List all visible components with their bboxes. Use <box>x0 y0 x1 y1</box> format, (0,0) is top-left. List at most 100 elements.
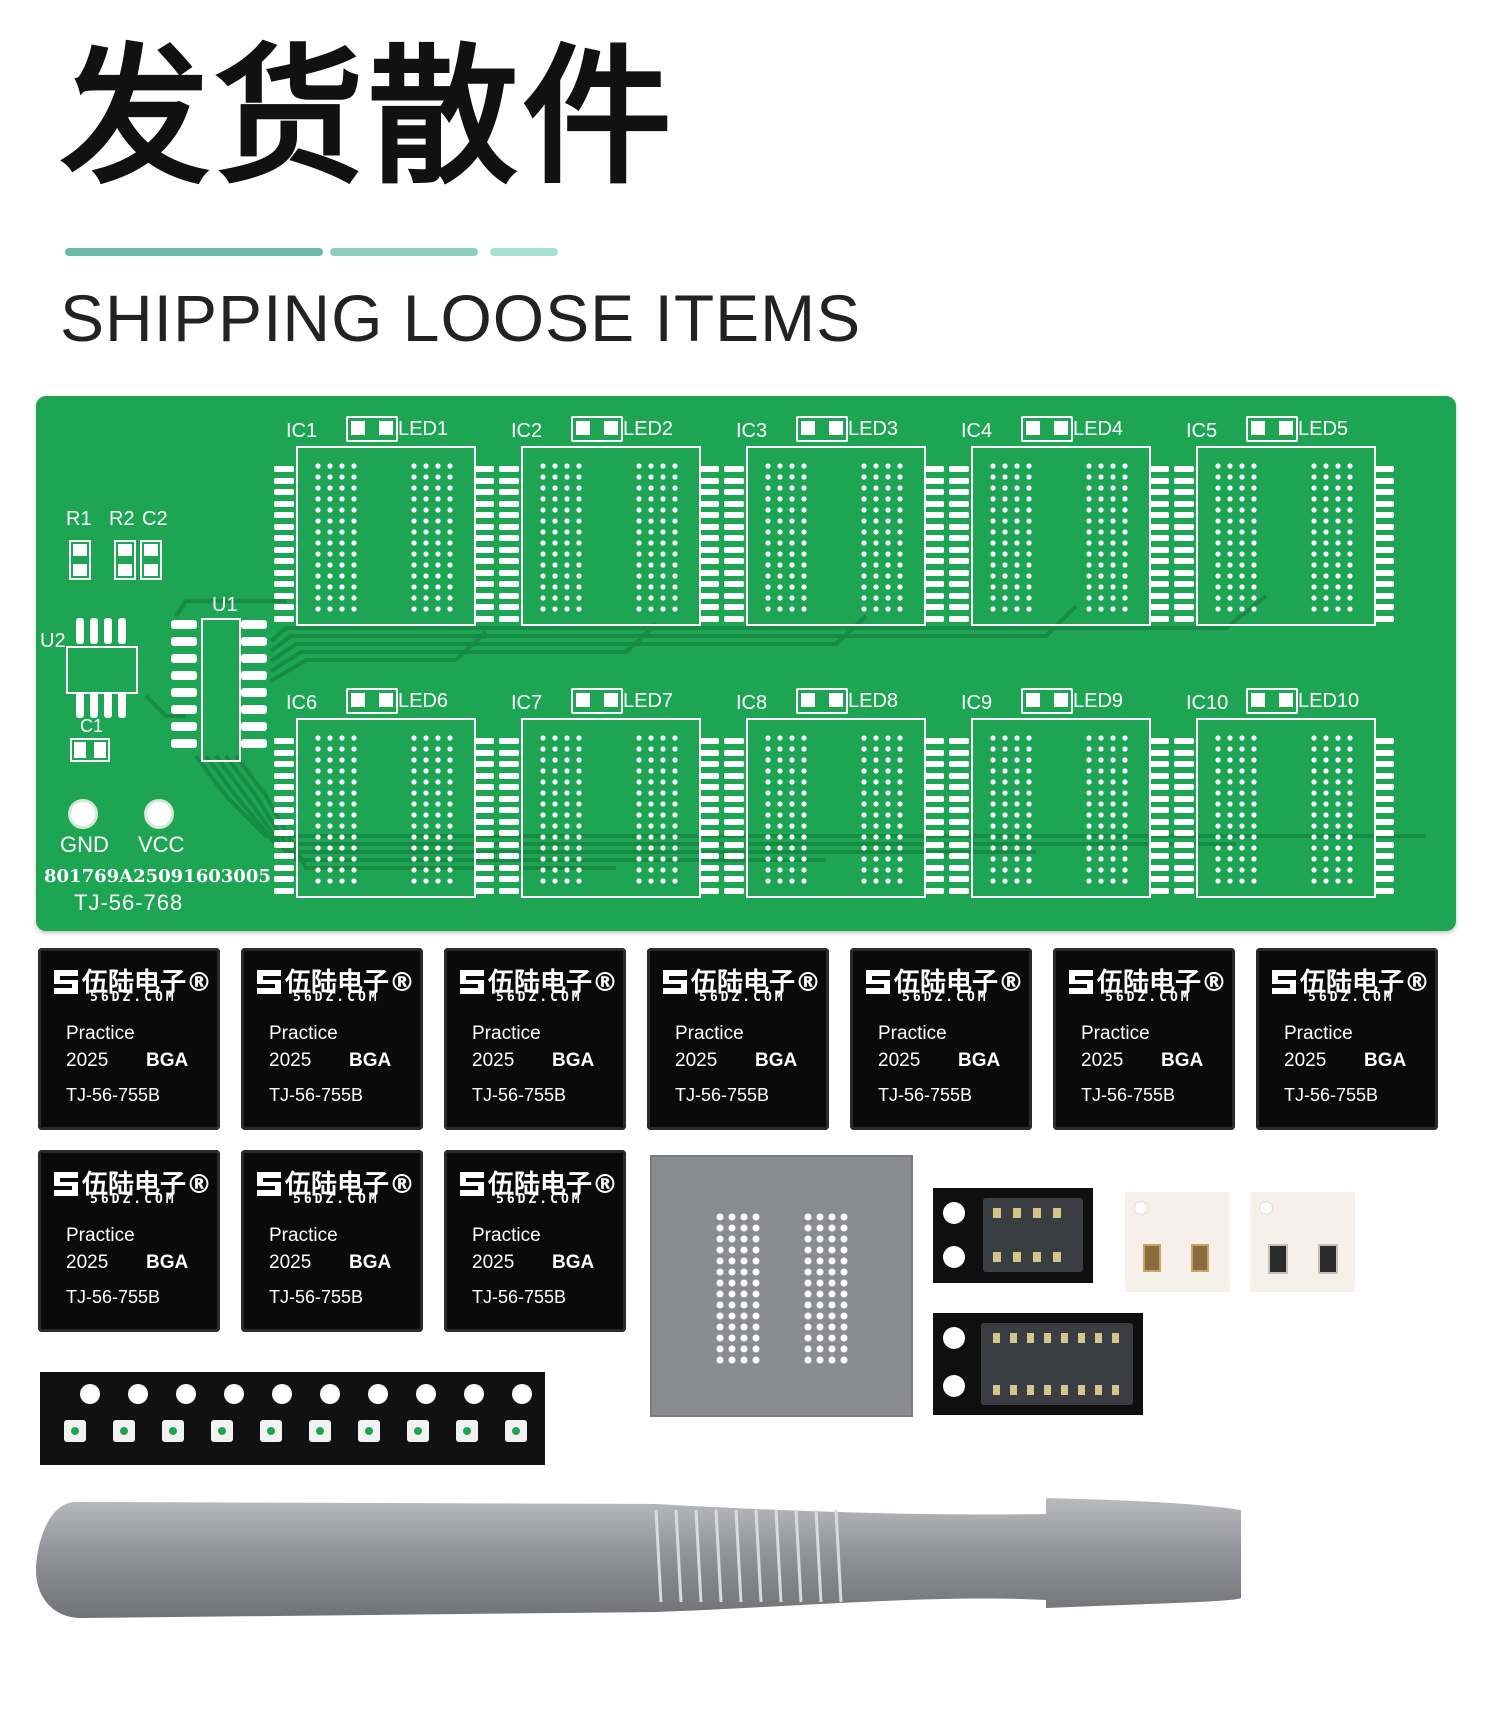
led-component <box>260 1420 282 1442</box>
bga-ball <box>765 878 771 884</box>
bga-ball <box>423 562 429 568</box>
edge-pad <box>924 477 944 484</box>
bga-ball <box>1347 845 1353 851</box>
bga-ball <box>411 507 417 513</box>
bga-ball <box>576 834 582 840</box>
bga-ball <box>1335 878 1341 884</box>
bga-ball <box>447 595 453 601</box>
chip-type: BGA <box>552 1050 595 1071</box>
edge-pad <box>1174 500 1194 507</box>
bga-ball <box>1311 867 1317 873</box>
bga-ball <box>447 845 453 851</box>
bga-ball <box>897 540 903 546</box>
bga-ball <box>777 595 783 601</box>
pcb-artwork <box>144 594 1426 870</box>
stencil-hole <box>816 1257 824 1265</box>
led-footprint <box>346 416 398 442</box>
bga-ball <box>351 823 357 829</box>
led-label: LED6 <box>398 690 449 712</box>
bga-ball <box>1227 812 1233 818</box>
bga-ball <box>447 496 453 502</box>
bga-ball <box>1086 790 1092 796</box>
stencil-hole <box>752 1257 760 1265</box>
bga-ball <box>540 779 546 785</box>
stencil-hole <box>716 1334 724 1342</box>
chip-site: 56DZ.COM <box>293 1192 380 1207</box>
label-c2: C2 <box>142 508 168 530</box>
bga-ball <box>1323 801 1329 807</box>
bga-ball <box>990 779 996 785</box>
bga-ball <box>636 551 642 557</box>
bga-ball <box>1086 496 1092 502</box>
edge-pad <box>499 818 519 825</box>
bga-ball <box>861 562 867 568</box>
bga-ball <box>885 474 891 480</box>
bga-ball <box>672 463 678 469</box>
bga-ball <box>801 779 807 785</box>
bga-ball <box>801 845 807 851</box>
bga-ball <box>411 856 417 862</box>
bga-ball <box>576 540 582 546</box>
edge-pad <box>274 784 294 790</box>
bga-ball <box>351 562 357 568</box>
bga-ball <box>1026 540 1032 546</box>
bga-ball <box>327 746 333 752</box>
bga-ball <box>552 485 558 491</box>
bga-ball <box>897 757 903 763</box>
bga-ball <box>990 606 996 612</box>
bga-ball <box>1335 768 1341 774</box>
bga-ball <box>435 779 441 785</box>
bga-ball <box>1122 551 1128 557</box>
bga-ball <box>1335 562 1341 568</box>
bga-ball <box>1215 606 1221 612</box>
spatula-tool <box>36 1498 1241 1618</box>
bga-ball <box>1014 735 1020 741</box>
bga-ball <box>447 878 453 884</box>
edge-pad <box>474 841 494 848</box>
bga-ball <box>765 529 771 535</box>
bga-ball <box>564 584 570 590</box>
stencil-hole <box>728 1356 736 1364</box>
bga-ball <box>660 595 666 601</box>
edge-pad <box>1149 795 1169 802</box>
bga-ball <box>765 746 771 752</box>
ic-label: IC1 <box>286 420 318 442</box>
bga-ball <box>1026 823 1032 829</box>
bga-ball <box>1002 606 1008 612</box>
edge-pad <box>499 500 519 507</box>
bga-ball <box>1335 867 1341 873</box>
bga-ball <box>660 584 666 590</box>
bga-ball <box>1251 485 1257 491</box>
bga-ball <box>672 584 678 590</box>
bga-ball <box>990 507 996 513</box>
bga-ball <box>327 562 333 568</box>
bga-ball <box>873 878 879 884</box>
bga-ball <box>576 757 582 763</box>
bga-ball <box>1335 845 1341 851</box>
bga-ball <box>411 595 417 601</box>
stencil-hole <box>828 1301 836 1309</box>
edge-pad <box>724 887 744 894</box>
bga-ball <box>327 845 333 851</box>
bga-ball <box>327 485 333 491</box>
bga-ball <box>873 801 879 807</box>
bga-ball <box>801 823 807 829</box>
stencil-hole <box>816 1246 824 1254</box>
bga-ball <box>540 856 546 862</box>
bga-ball <box>1227 551 1233 557</box>
ic-label: IC2 <box>511 420 543 442</box>
bga-ball <box>1014 867 1020 873</box>
edge-pad <box>924 841 944 848</box>
spatula-grip-lines <box>654 1509 843 1603</box>
bga-ball <box>765 856 771 862</box>
bga-ball <box>423 529 429 535</box>
bga-ball <box>1335 823 1341 829</box>
bga-ball <box>885 463 891 469</box>
u1-pad <box>171 654 197 663</box>
bga-ball <box>564 540 570 546</box>
stencil-hole <box>716 1312 724 1320</box>
bga-ball <box>660 812 666 818</box>
bga-ball <box>636 878 642 884</box>
bga-ball <box>327 878 333 884</box>
bga-ball <box>1098 595 1104 601</box>
